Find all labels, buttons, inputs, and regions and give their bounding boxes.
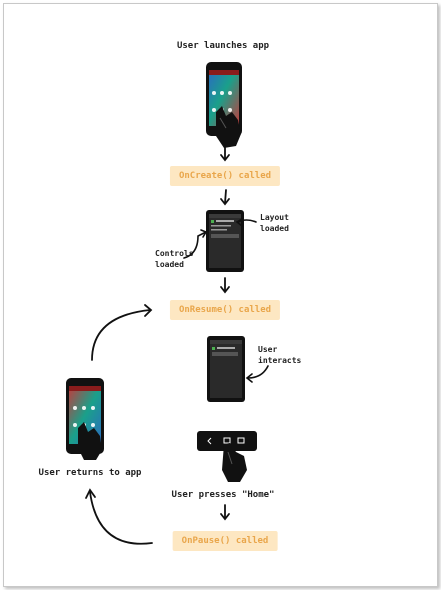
launch-hand-icon xyxy=(216,106,241,148)
home-button-device xyxy=(197,431,257,451)
arrow-loading-to-onresume xyxy=(220,277,230,294)
arrow-user-interacts xyxy=(245,365,269,383)
user-interacts-label: User interacts xyxy=(258,345,302,365)
oncreate-callback-box: OnCreate() called xyxy=(169,166,281,186)
onpause-callback-box: OnPause() called xyxy=(172,531,278,551)
user-returns-to-app-label: User returns to app xyxy=(38,468,142,478)
controls-loaded-label: Controls loaded xyxy=(155,249,194,269)
user-launches-app-label: User launches app xyxy=(176,41,270,51)
arrow-oncreate-to-loading xyxy=(220,189,230,206)
arrow-launch-to-oncreate xyxy=(220,147,230,162)
user-presses-home-label: User presses "Home" xyxy=(171,490,275,500)
interact-phone xyxy=(207,336,245,402)
arrow-layout-loaded xyxy=(235,218,257,227)
arrow-onpause-to-return xyxy=(85,488,153,545)
arrow-home-to-onpause xyxy=(220,504,230,521)
arrow-return-to-onresume xyxy=(91,304,153,361)
home-hand-icon xyxy=(222,443,247,482)
onresume-callback-box: OnResume() called xyxy=(169,300,281,320)
layout-loaded-label: Layout loaded xyxy=(260,213,289,233)
return-hand-icon xyxy=(78,422,102,460)
arrow-controls-loaded xyxy=(183,229,208,259)
loading-phone xyxy=(206,210,244,272)
